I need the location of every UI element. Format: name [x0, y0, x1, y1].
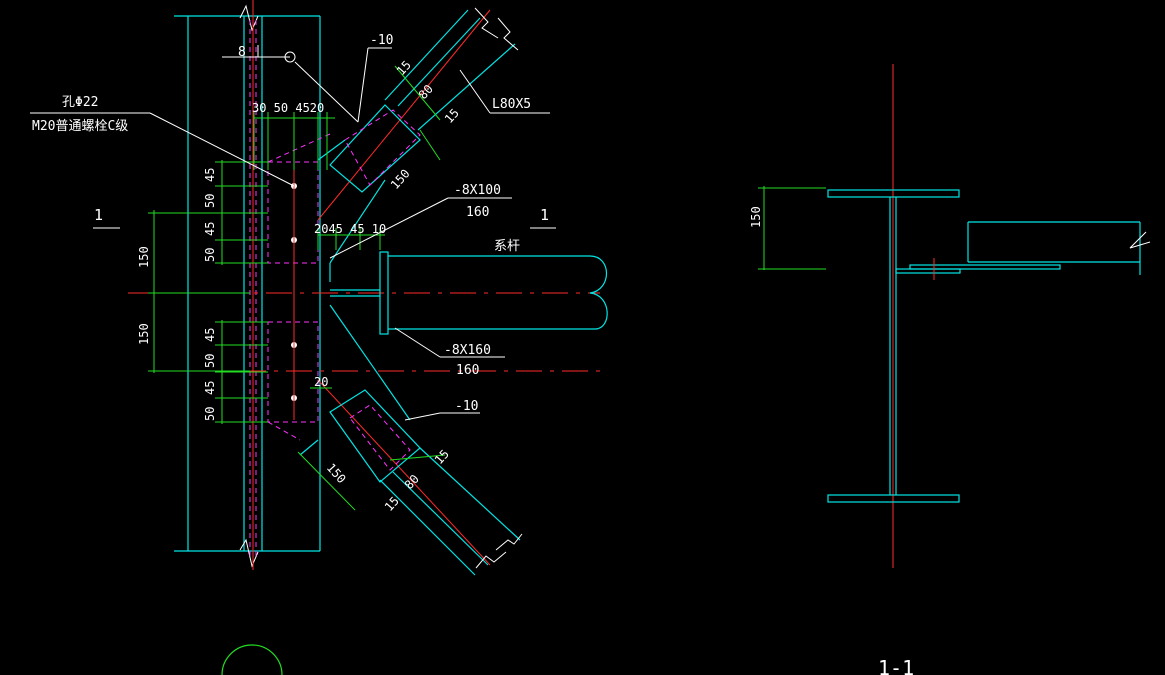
dim-top-brace-edge-a: 15 — [394, 58, 414, 78]
bolt-holes — [291, 150, 297, 420]
label-plate-8x160-length: 160 — [456, 363, 479, 378]
label-plate-8x100: -8X100 — [454, 183, 501, 198]
dim-bottom-vertical-2: 50 — [203, 354, 217, 368]
label-tie-bar: 系杆 — [494, 239, 520, 254]
column-elevation — [174, 0, 321, 570]
label-weld-size: 8 — [238, 45, 246, 60]
dim-top-brace-width: 80 — [416, 82, 436, 102]
section-mark-right: 1 — [540, 206, 549, 224]
label-angle-section: L80X5 — [492, 97, 531, 112]
dim-bottom-gusset-offset: 20 — [314, 375, 328, 389]
detail-circle-fragment — [221, 644, 283, 675]
dim-top-gusset-length: 150 — [388, 167, 413, 192]
dim-bottom-brace-edge-a: 15 — [382, 494, 402, 514]
top-brace-angle — [317, 7, 519, 221]
section-title: 1-1 — [878, 656, 914, 675]
label-bottom-plate-thickness: -10 — [455, 399, 478, 414]
dim-top-vertical-1: 45 — [203, 168, 217, 182]
dim-section-height: 150 — [749, 206, 763, 228]
dim-bottom-vertical: 45 50 45 50 — [203, 328, 217, 421]
bottom-brace-angle — [317, 379, 523, 576]
dim-top-vertical-2: 50 — [203, 194, 217, 208]
section-mark-left: 1 — [94, 206, 103, 224]
section-view — [758, 64, 1151, 568]
label-plate-8x160: -8X160 — [444, 343, 491, 358]
dimension-lines — [148, 65, 446, 511]
dim-top-vertical-4: 50 — [203, 248, 217, 262]
tie-bar-pipe — [330, 251, 608, 335]
dim-bottom-vertical-4: 50 — [203, 407, 217, 421]
leader-lines — [30, 45, 556, 421]
dim-top-horizontal: 30 50 4520 — [252, 101, 324, 115]
dim-bottom-brace-edge-b: 15 — [432, 447, 452, 467]
label-plate-8x100-length: 160 — [466, 205, 489, 220]
dim-big-bottom: 150 — [137, 323, 151, 345]
dim-top-vertical: 45 50 45 50 — [203, 168, 217, 262]
dim-top-vertical-3: 45 — [203, 222, 217, 236]
dim-big-top: 150 — [137, 246, 151, 268]
dim-top-brace-edge-b: 15 — [442, 106, 462, 126]
label-hole-diameter: 孔Φ22 — [62, 95, 98, 110]
label-bolt-spec: M20普通螺栓C级 — [32, 119, 128, 134]
dim-mid-horizontal: 2045 45 10 — [314, 222, 386, 236]
dim-bottom-vertical-3: 45 — [203, 381, 217, 395]
dim-bottom-vertical-1: 45 — [203, 328, 217, 342]
top-gusset-plate — [267, 133, 386, 282]
bottom-gusset-plate — [267, 304, 411, 456]
label-top-plate-thickness: -10 — [370, 33, 393, 48]
